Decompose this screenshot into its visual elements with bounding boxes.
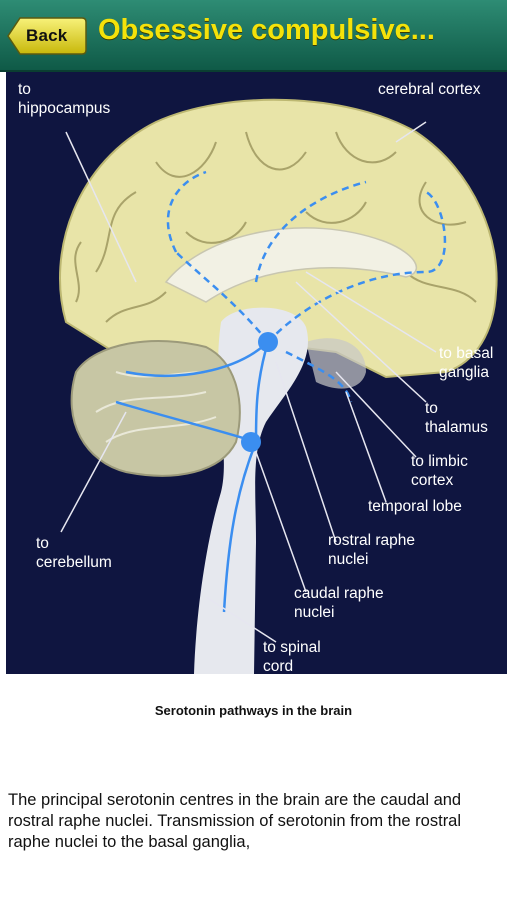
back-button[interactable]: Back — [6, 16, 88, 56]
cerebellum-shape — [70, 339, 241, 477]
label-limbic-cortex: to limbic cortex — [411, 453, 468, 489]
corpus-callosum-shape — [164, 227, 418, 303]
navigation-bar: Back Obsessive compulsive... — [0, 0, 507, 72]
label-hippocampus: to hippocampus — [18, 81, 111, 117]
label-pointers — [60, 121, 437, 643]
back-arrow-shape — [7, 17, 87, 55]
limbic-region-shape — [306, 338, 366, 389]
cortex-folds — [74, 131, 477, 323]
brain-diagram: to hippocampus cerebral cortex to basal … — [6, 72, 507, 674]
page-title: Obsessive compulsive... — [98, 14, 435, 46]
figure-caption: Serotonin pathways in the brain — [154, 703, 353, 718]
label-caudal-raphe-nuclei: caudal raphe nuclei — [294, 585, 384, 621]
label-basal-ganglia: to basal ganglia — [439, 345, 494, 381]
label-cerebellum: to cerebellum — [36, 535, 112, 571]
label-spinal-cord: to spinal cord — [263, 639, 321, 674]
caudal-raphe-nuclei — [241, 432, 261, 452]
label-cerebral-cortex: cerebral cortex — [378, 81, 481, 98]
label-temporal-lobe: temporal lobe — [368, 498, 462, 515]
article-text: The principal serotonin centres in the b… — [8, 791, 462, 851]
serotonin-pathways — [115, 170, 447, 613]
brain-illustration — [59, 98, 498, 674]
label-thalamus: to thalamus — [425, 400, 488, 436]
label-rostral-raphe-nuclei: rostral raphe nuclei — [328, 532, 416, 568]
rostral-raphe-nuclei — [258, 332, 278, 352]
back-button-label: Back — [26, 26, 68, 45]
